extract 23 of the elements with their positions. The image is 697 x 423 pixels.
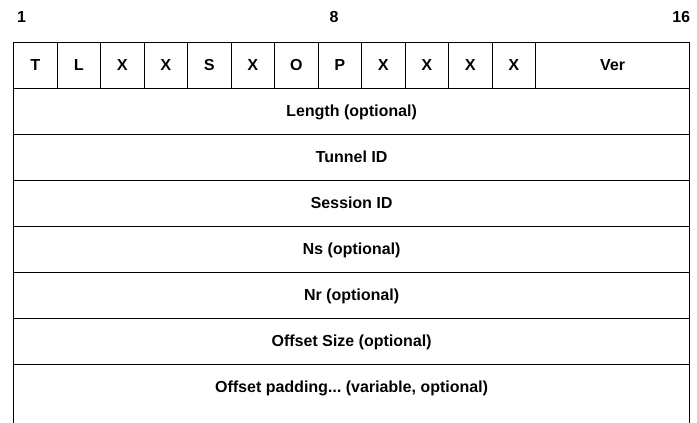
bit-field: X [144,43,188,88]
header-field: Tunnel ID [14,135,689,181]
bit-field: X [492,43,536,88]
header-field: Length (optional) [14,89,689,135]
header-field: Session ID [14,181,689,227]
header-field: Nr (optional) [14,273,689,319]
header-field: Ns (optional) [14,227,689,273]
bit-field: Ver [536,43,689,88]
header-field: Offset padding... (variable, optional) [14,365,689,411]
bit-number: 16 [672,8,690,28]
bit-field: O [275,43,318,88]
bit-number: 8 [330,8,338,28]
bit-number: 1 [17,8,26,28]
bit-field: X [406,43,449,88]
bit-field: T [14,43,58,88]
bit-field: L [58,43,101,88]
bit-field: P [318,43,362,88]
bit-field: S [188,43,232,88]
bit-field: X [101,43,144,88]
bit-field: X [362,43,406,88]
bit-field: X [449,43,492,88]
bit-field: X [232,43,275,88]
header-field: Offset Size (optional) [14,319,689,365]
